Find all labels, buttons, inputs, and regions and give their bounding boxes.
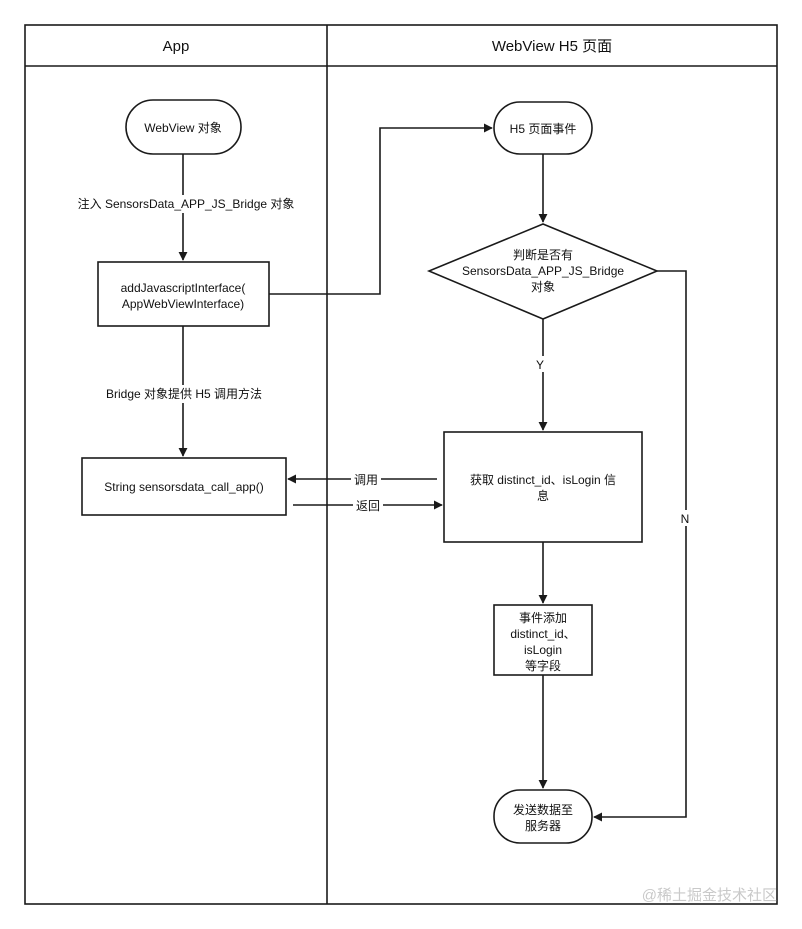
node-add-fields-label-line2: distinct_id、 — [510, 627, 575, 641]
edge-label-call: 调用 — [354, 473, 378, 487]
edge-label-return-bg — [353, 497, 383, 513]
node-add-js-interface-label-line1: addJavascriptInterface( — [121, 281, 246, 295]
edge-addjs-to-h5-event — [269, 123, 493, 295]
lane-title-webview-h5: WebView H5 页面 — [492, 38, 612, 55]
swimlane-outer-border — [24, 24, 778, 905]
node-string-call-app-label: String sensorsdata_call_app() — [104, 480, 263, 494]
swimlane-frame — [24, 24, 778, 905]
edge-label-inject-bg — [66, 195, 306, 213]
node-h5-page-event-label: H5 页面事件 — [510, 122, 577, 136]
node-webview-object-label: WebView 对象 — [144, 121, 222, 135]
node-get-info-label-line1: 获取 distinct_id、isLogin 信 — [470, 473, 616, 487]
node-add-fields-label-line1: 事件添加 — [519, 611, 567, 625]
edge-label-return: 返回 — [356, 499, 380, 513]
watermark: @稀土掘金技术社区 — [642, 887, 777, 904]
lane-title-app: App — [163, 38, 190, 55]
edge-label-bridge-provide: Bridge 对象提供 H5 调用方法 — [106, 386, 262, 401]
node-decision-label-line1: 判断是否有 — [513, 247, 573, 262]
edge-label-call-bg — [351, 471, 381, 487]
node-decision-label-line3: 对象 — [531, 280, 555, 294]
node-add-fields-label-line4: 等字段 — [525, 658, 561, 673]
node-add-fields — [493, 604, 593, 676]
edge-label-inject: 注入 SensorsData_APP_JS_Bridge 对象 — [78, 196, 295, 211]
node-get-info-label-line2: 息 — [537, 488, 549, 503]
edge-label-yes: Y — [536, 358, 544, 372]
node-send-label-line2: 服务器 — [525, 818, 561, 833]
edge-label-no-bg — [678, 510, 694, 526]
node-string-call-app — [81, 457, 287, 516]
node-add-js-interface-label-line2: AppWebViewInterface) — [122, 297, 244, 311]
edge-label-bridge-bg — [95, 385, 275, 403]
node-send-label-line1: 发送数据至 — [513, 802, 573, 817]
node-add-fields-label-line3: isLogin — [524, 643, 562, 657]
edge-decision-no-to-send — [593, 270, 687, 822]
node-send-to-server — [493, 789, 593, 844]
node-get-info — [443, 431, 643, 543]
edge-label-yes-bg — [535, 356, 551, 372]
edge-label-no: N — [681, 512, 690, 526]
node-add-javascript-interface — [97, 261, 270, 327]
node-decision-label-line2: SensorsData_APP_JS_Bridge — [462, 264, 624, 278]
